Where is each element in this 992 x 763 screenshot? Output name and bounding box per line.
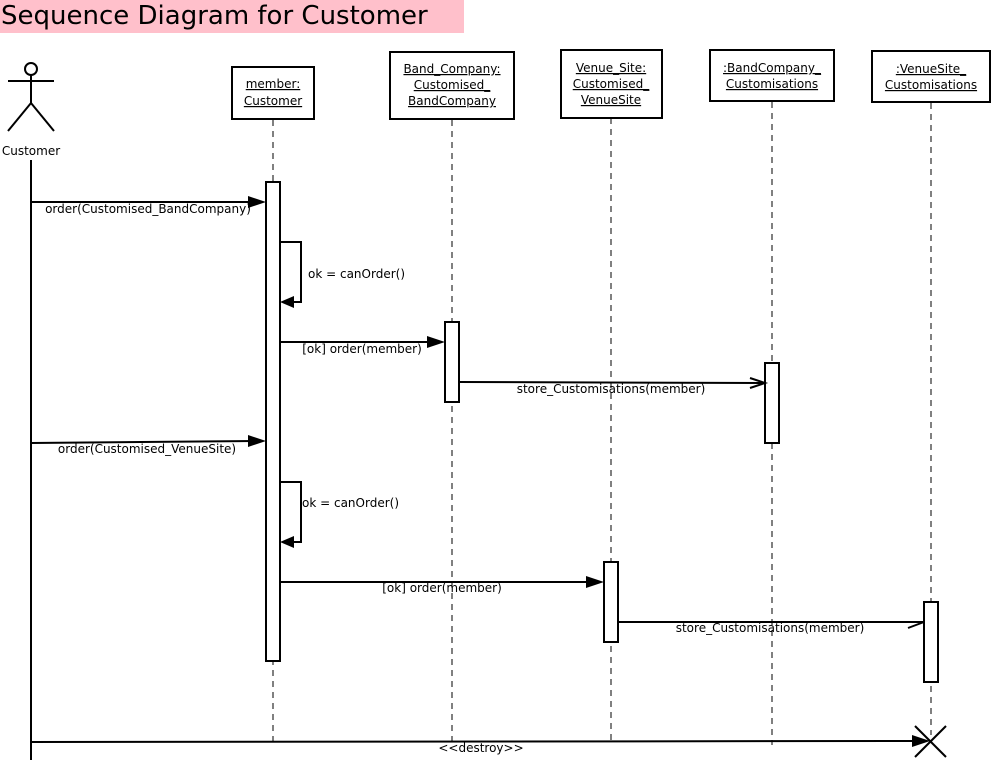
lifeline-bandcust-label-2: Customisations	[726, 77, 818, 91]
message-label: ok = canOrder()	[302, 496, 399, 510]
lifeline-venue-label-1: Venue_Site:	[576, 61, 646, 75]
message-label: store_Customisations(member)	[676, 621, 865, 635]
activation-band	[444, 321, 460, 403]
destroy-marker-icon	[914, 725, 947, 758]
lifeline-band-company: Band_Company: Customised_ BandCompany	[389, 51, 515, 745]
self-message-line	[280, 481, 302, 543]
diagram-title: Sequence Diagram for Customer	[0, 0, 464, 33]
message-store-venue-customisations: store_Customisations(member)	[618, 621, 925, 635]
lifeline-venuecust-label-1: :VenueSite_	[896, 62, 967, 76]
message-destroy: <<destroy>>	[30, 735, 930, 755]
message-line	[30, 440, 263, 444]
arrowhead-filled	[248, 196, 266, 208]
lifeline-band-label-1: Band_Company:	[403, 62, 500, 76]
lifeline-member-label-2: Customer	[244, 94, 302, 108]
message-label: ok = canOrder()	[308, 267, 405, 281]
arrowhead-filled	[427, 336, 445, 348]
lifeline-venue-box	[560, 49, 663, 119]
lifeline-venuecust-box	[871, 50, 991, 103]
message-line	[458, 381, 766, 384]
message-order-venue-site: order(Customised_VenueSite)	[30, 435, 266, 456]
lifeline-member-label-1: member:	[246, 77, 301, 91]
arrowhead-open	[749, 377, 769, 389]
message-store-band-customisations: store_Customisations(member)	[458, 377, 769, 396]
self-message-line	[280, 241, 302, 303]
lifeline-member: member: Customer	[231, 66, 315, 745]
message-can-order-2: ok = canOrder()	[280, 481, 399, 548]
arrowhead-filled	[280, 536, 294, 548]
lifeline-venue-customisations: :VenueSite_ Customisations	[871, 50, 991, 735]
message-label: store_Customisations(member)	[517, 382, 706, 396]
lifeline-band-customisations: :BandCompany_ Customisations	[709, 49, 835, 745]
activation-bandcust	[764, 362, 780, 444]
lifeline-band-label-3: BandCompany	[408, 94, 496, 108]
lifeline-venue-label-2: Customised_	[573, 77, 651, 91]
lifeline-bandcust-label-1: :BandCompany_	[723, 61, 822, 75]
arrowhead-open	[907, 621, 925, 629]
lifeline-band-label-2: Customised_	[414, 78, 492, 92]
activation-venuecust	[923, 601, 939, 683]
activation-venue	[603, 561, 619, 643]
message-label: order(Customised_BandCompany)	[45, 202, 251, 216]
message-line	[30, 740, 927, 743]
lifeline-band-box	[389, 51, 515, 120]
arrowhead-filled	[912, 735, 930, 747]
message-order-band-company: order(Customised_BandCompany)	[31, 196, 266, 216]
message-label: [ok] order(member)	[302, 342, 422, 356]
arrowhead-filled	[586, 576, 604, 588]
lifeline-bandcust-box	[709, 49, 835, 102]
actor-right-leg	[30, 102, 55, 132]
message-label: <<destroy>>	[438, 741, 523, 755]
arrowhead-filled	[248, 435, 266, 447]
message-can-order-1: ok = canOrder()	[280, 241, 405, 308]
lifeline-member-box	[231, 66, 315, 120]
activation-member	[265, 181, 281, 662]
lifeline-venue-label-3: VenueSite	[581, 93, 641, 107]
message-ok-order-venue: [ok] order(member)	[280, 576, 604, 595]
lifeline-venuecust-label-2: Customisations	[885, 78, 977, 92]
arrowhead-filled	[280, 296, 294, 308]
actor-customer	[7, 62, 55, 132]
actor-label: Customer	[2, 144, 60, 158]
message-label: [ok] order(member)	[382, 581, 502, 595]
message-label: order(Customised_VenueSite)	[58, 442, 236, 456]
actor-head	[24, 62, 38, 76]
message-ok-order-band: [ok] order(member)	[280, 336, 445, 356]
actor-left-leg	[7, 102, 32, 132]
